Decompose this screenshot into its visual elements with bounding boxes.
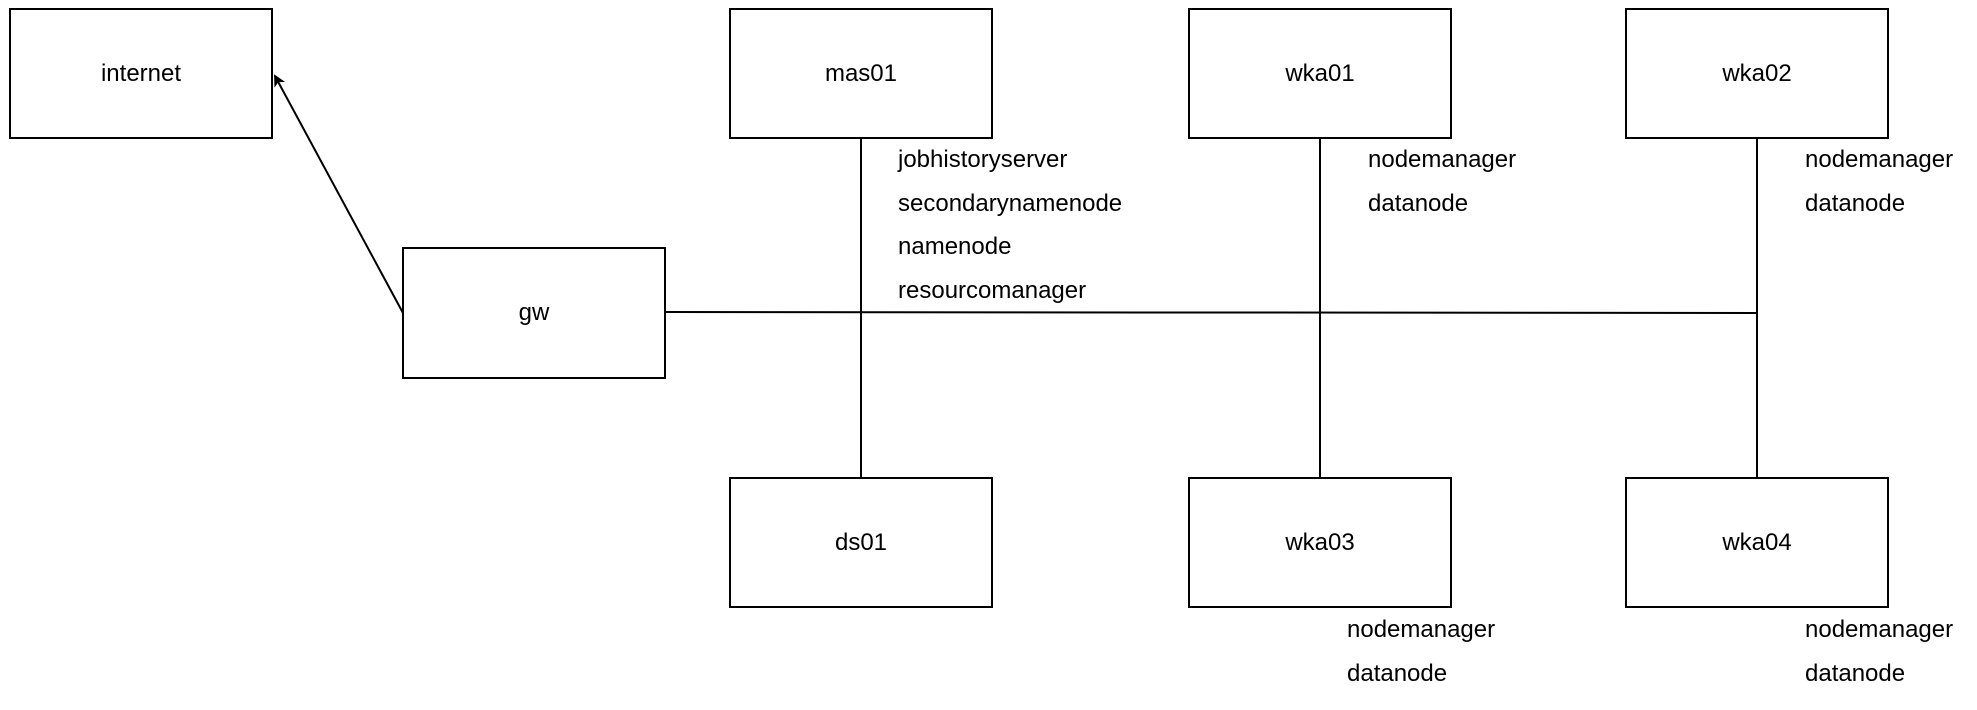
wka03-service-datanode: datanode	[1347, 660, 1448, 687]
mas01-service-jobhistoryserver: jobhistoryserver	[898, 146, 1068, 173]
wka03-service-nodemanager: nodemanager	[1347, 616, 1496, 643]
node-wka04[interactable]: wka04	[1625, 477, 1889, 608]
wka01-service-nodemanager: nodemanager	[1368, 146, 1517, 173]
node-wka03[interactable]: wka03	[1188, 477, 1452, 608]
gw-to-internet-arrow	[274, 74, 404, 314]
network-bus-line	[664, 311, 1758, 314]
node-wka01[interactable]: wka01	[1188, 8, 1452, 139]
mas01-service-namenode: namenode	[898, 233, 1012, 260]
wka04-service-datanode: datanode	[1805, 660, 1906, 687]
wka01-service-datanode: datanode	[1368, 190, 1469, 217]
mas01-service-secondarynamenode: secondarynamenode	[898, 190, 1123, 217]
wka04-service-nodemanager: nodemanager	[1805, 616, 1954, 643]
wka02-service-nodemanager: nodemanager	[1805, 146, 1954, 173]
node-gw[interactable]: gw	[402, 247, 666, 379]
mas01-service-resourcomanager: resourcomanager	[898, 277, 1087, 304]
node-mas01[interactable]: mas01	[729, 8, 993, 139]
node-wka02[interactable]: wka02	[1625, 8, 1889, 139]
node-internet[interactable]: internet	[9, 8, 273, 139]
node-ds01[interactable]: ds01	[729, 477, 993, 608]
wka02-service-datanode: datanode	[1805, 190, 1906, 217]
